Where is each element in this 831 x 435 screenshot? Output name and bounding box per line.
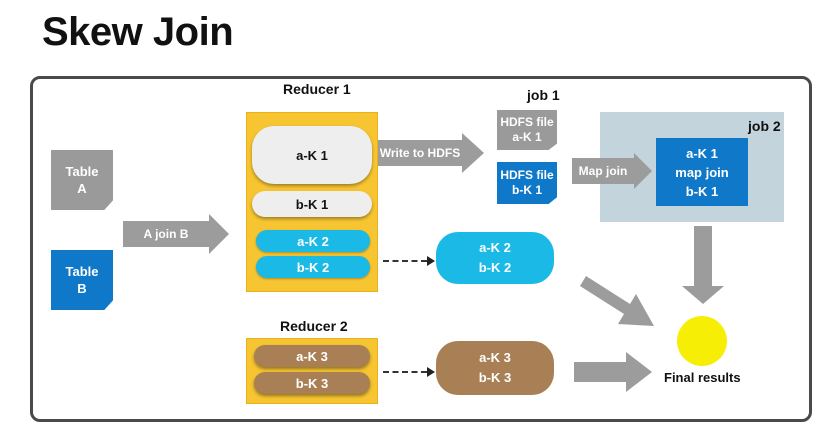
reducer1-item-bk1: b-K 1 bbox=[252, 191, 372, 217]
output-cyan-line1: a-K 2 bbox=[479, 240, 511, 255]
write-hdfs-arrow: Write to HDFS bbox=[378, 133, 484, 173]
dashed-line-cyan bbox=[383, 260, 427, 262]
hdfs-file-bk1-line1: HDFS file bbox=[500, 168, 554, 182]
table-b-line2: B bbox=[77, 281, 87, 296]
reducer1-item-ak2: a-K 2 bbox=[256, 230, 370, 252]
map-join-arrow-head bbox=[634, 153, 652, 189]
output-brown-line2: b-K 3 bbox=[478, 370, 512, 385]
dashed-line-brown bbox=[383, 371, 427, 373]
table-a-line2: A bbox=[77, 181, 87, 196]
dashed-arrow-brown bbox=[383, 367, 435, 377]
job2-label: job 2 bbox=[748, 118, 781, 134]
join-arrow: A join B bbox=[123, 214, 229, 254]
hdfs-file-ak1-line1: HDFS file bbox=[500, 115, 554, 129]
arrow-brown-right bbox=[574, 352, 652, 392]
table-a-doc: Table A bbox=[51, 150, 113, 210]
reducer2-item-bk3: b-K 3 bbox=[254, 372, 370, 394]
write-hdfs-arrow-label: Write to HDFS bbox=[378, 140, 462, 166]
reducer1-item-ak1: a-K 1 bbox=[252, 126, 372, 184]
map-join-line2: map join bbox=[675, 164, 729, 180]
arrow-cyan-diagonal bbox=[580, 276, 654, 326]
join-arrow-head bbox=[209, 214, 229, 254]
final-results-circle bbox=[677, 316, 727, 366]
map-join-line3: b-K 1 bbox=[685, 183, 719, 199]
reducer2-item-ak3: a-K 3 bbox=[254, 345, 370, 367]
hdfs-file-bk1: HDFS file b-K 1 bbox=[497, 162, 557, 204]
hdfs-file-ak1-line2: a-K 1 bbox=[512, 130, 542, 144]
final-results-label: Final results bbox=[664, 370, 741, 385]
map-join-arrow: Map join bbox=[572, 153, 652, 189]
job1-label: job 1 bbox=[527, 87, 560, 103]
write-hdfs-arrow-head bbox=[462, 133, 484, 173]
output-cyan-blob: a-K 2 b-K 2 bbox=[436, 232, 554, 284]
dashed-head-cyan bbox=[427, 256, 435, 266]
table-b-doc: Table B bbox=[51, 250, 113, 310]
map-join-box: a-K 1 map join b-K 1 bbox=[656, 138, 748, 206]
table-b-line1: Table bbox=[65, 264, 99, 279]
table-a-line1: Table bbox=[65, 164, 99, 179]
output-brown-line1: a-K 3 bbox=[479, 350, 511, 365]
dashed-arrow-cyan bbox=[383, 256, 435, 266]
arrow-job2-down bbox=[682, 226, 724, 304]
reducer2-label: Reducer 2 bbox=[280, 318, 348, 334]
join-arrow-label: A join B bbox=[123, 221, 209, 247]
page-title: Skew Join bbox=[42, 10, 234, 54]
hdfs-file-bk1-line2: b-K 1 bbox=[512, 183, 542, 197]
output-brown-blob: a-K 3 b-K 3 bbox=[436, 341, 554, 395]
hdfs-file-ak1: HDFS file a-K 1 bbox=[497, 110, 557, 150]
map-join-line1: a-K 1 bbox=[686, 145, 718, 161]
reducer1-label: Reducer 1 bbox=[283, 81, 351, 97]
reducer1-item-bk2: b-K 2 bbox=[256, 256, 370, 278]
map-join-arrow-label: Map join bbox=[572, 158, 634, 184]
dashed-head-brown bbox=[427, 367, 435, 377]
output-cyan-line2: b-K 2 bbox=[478, 260, 512, 275]
